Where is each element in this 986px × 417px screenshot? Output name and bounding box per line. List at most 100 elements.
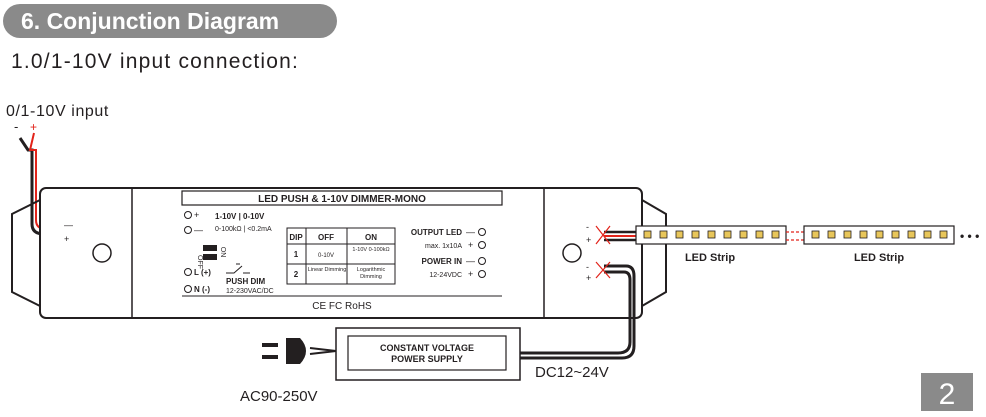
psu-line2: POWER SUPPLY bbox=[391, 354, 463, 364]
led-chip bbox=[827, 230, 836, 239]
ac-label: AC90-250V bbox=[240, 388, 318, 405]
dip-header-dip: DIP bbox=[289, 233, 303, 242]
pin-minus-label: — bbox=[466, 256, 475, 266]
led-chip bbox=[675, 230, 684, 239]
section-header: 6. Conjunction Diagram bbox=[3, 4, 337, 38]
led-chip bbox=[771, 230, 780, 239]
input-plus: + bbox=[30, 120, 37, 134]
strip-term-plus: + bbox=[586, 235, 591, 245]
dip-header-off: OFF bbox=[318, 233, 334, 242]
led-chip bbox=[875, 230, 884, 239]
terminal-input-minus-label: — bbox=[194, 225, 203, 235]
certifications: CE FC RoHS bbox=[312, 301, 372, 312]
led-chip bbox=[939, 230, 948, 239]
out-minus-label: — bbox=[466, 227, 475, 237]
led-chip bbox=[907, 230, 916, 239]
led-strip-2: LED Strip bbox=[803, 225, 955, 264]
led-chip bbox=[739, 230, 748, 239]
wire-ends-power bbox=[595, 261, 611, 279]
led-chip bbox=[755, 230, 764, 239]
section-subtitle: 1.0/1-10V input connection: bbox=[11, 50, 300, 73]
output-led-label: OUTPUT LED bbox=[411, 228, 462, 237]
plug-body bbox=[286, 338, 306, 364]
led-chip bbox=[723, 230, 732, 239]
terminal-input-plus-label: + bbox=[194, 210, 199, 220]
strip-term-minus: - bbox=[586, 222, 589, 232]
dip-row2-on-wrap: Logarithmic Dimming bbox=[356, 267, 386, 280]
dimmer-title: LED PUSH & 1-10V DIMMER-MONO bbox=[258, 194, 426, 205]
terminal-n bbox=[184, 285, 192, 293]
led-strip-2-label: LED Strip bbox=[854, 252, 904, 264]
dip-switch-2 bbox=[203, 254, 217, 260]
psu-label-box bbox=[347, 335, 507, 371]
dip-row1-dip: 1 bbox=[294, 250, 299, 259]
terminal-n-label: N (-) bbox=[194, 285, 210, 294]
led-chip bbox=[843, 230, 852, 239]
led-chip bbox=[707, 230, 716, 239]
input-spec-detail: 0-100kΩ | <0.2mA bbox=[215, 226, 272, 233]
mount-ear-left bbox=[11, 199, 41, 307]
power-in-label: POWER IN bbox=[422, 257, 463, 266]
title-plate bbox=[181, 190, 503, 206]
led-chip bbox=[811, 230, 820, 239]
power-term-plus: + bbox=[586, 273, 591, 283]
housing-dividers bbox=[131, 188, 545, 318]
dip-switch-1 bbox=[203, 245, 217, 251]
terminal-power-plus bbox=[478, 270, 486, 278]
led-chip bbox=[859, 230, 868, 239]
power-wire-black-2 bbox=[516, 270, 632, 355]
page-number: 2 bbox=[921, 373, 973, 411]
plug-cord bbox=[309, 347, 337, 355]
mains-spec: 12-230VAC/DC bbox=[226, 288, 274, 295]
terminal-l bbox=[184, 268, 192, 276]
terminal-input-minus bbox=[184, 226, 192, 234]
power-spec: 12-24VDC bbox=[429, 272, 462, 279]
power-supply: CONSTANT VOLTAGE POWER SUPPLY bbox=[335, 327, 521, 381]
dip-row2-dip: 2 bbox=[294, 270, 299, 279]
left-terminal-block: + — 1-10V | 0-10V 0-100kΩ | <0.2mA OFF O… bbox=[184, 210, 274, 295]
dip-row2-on: Logarithmic Dimming bbox=[356, 267, 386, 280]
dip-table-frame bbox=[286, 227, 396, 285]
terminal-l-label: L (+) bbox=[194, 268, 211, 277]
psu-line1: CONSTANT VOLTAGE bbox=[380, 343, 474, 353]
terminal-power-minus bbox=[478, 257, 486, 265]
output-max: max. 1x10A bbox=[425, 243, 462, 250]
dip-on-label: ON bbox=[219, 247, 226, 258]
dip-off-label: OFF bbox=[196, 255, 203, 269]
mount-hole-left bbox=[92, 243, 112, 263]
strip-continuation: • • • bbox=[960, 229, 979, 243]
left-term-plus: + bbox=[64, 234, 69, 244]
terminal-out-plus bbox=[478, 241, 486, 249]
input-label: 0/1-10V input bbox=[6, 103, 109, 120]
push-switch-icon bbox=[226, 263, 250, 274]
left-term-minus: — bbox=[64, 220, 73, 230]
led-chip bbox=[691, 230, 700, 239]
input-spec-title: 1-10V | 0-10V bbox=[215, 212, 265, 221]
led-strip-1-chips bbox=[643, 230, 780, 239]
terminal-input-plus bbox=[184, 211, 192, 219]
dip-header-on: ON bbox=[365, 233, 377, 242]
led-chip bbox=[659, 230, 668, 239]
led-strip-1-label: LED Strip bbox=[685, 252, 735, 264]
mount-hole-right bbox=[562, 243, 582, 263]
led-chip bbox=[891, 230, 900, 239]
led-strip-1: LED Strip bbox=[635, 225, 787, 264]
mount-ear-right bbox=[641, 199, 667, 307]
dip-row1-off: 0-10V bbox=[318, 253, 334, 259]
wire-ends-out bbox=[595, 225, 611, 245]
dip-row1-on-wrap: 1-10V 0-100kΩ bbox=[352, 247, 390, 253]
plug-pins bbox=[262, 343, 278, 359]
input-minus: - bbox=[14, 119, 18, 134]
dip-table-grid bbox=[287, 228, 395, 284]
out-plus-label: + bbox=[468, 240, 473, 250]
led-strip-2-chips bbox=[811, 230, 948, 239]
dip-row2-off: Linear Dimming bbox=[307, 267, 347, 273]
pin-plus-label: + bbox=[468, 269, 473, 279]
dip-row2-off-wrap: Linear Dimming bbox=[307, 267, 347, 273]
strip-link-wires bbox=[786, 231, 804, 241]
dip-table: DIP OFF ON 1 0-10V 1-10V 0-100kΩ 2 Linea… bbox=[286, 227, 396, 285]
terminal-out-minus bbox=[478, 228, 486, 236]
dip-row1-on: 1-10V 0-100kΩ bbox=[352, 247, 390, 253]
led-chip bbox=[643, 230, 652, 239]
